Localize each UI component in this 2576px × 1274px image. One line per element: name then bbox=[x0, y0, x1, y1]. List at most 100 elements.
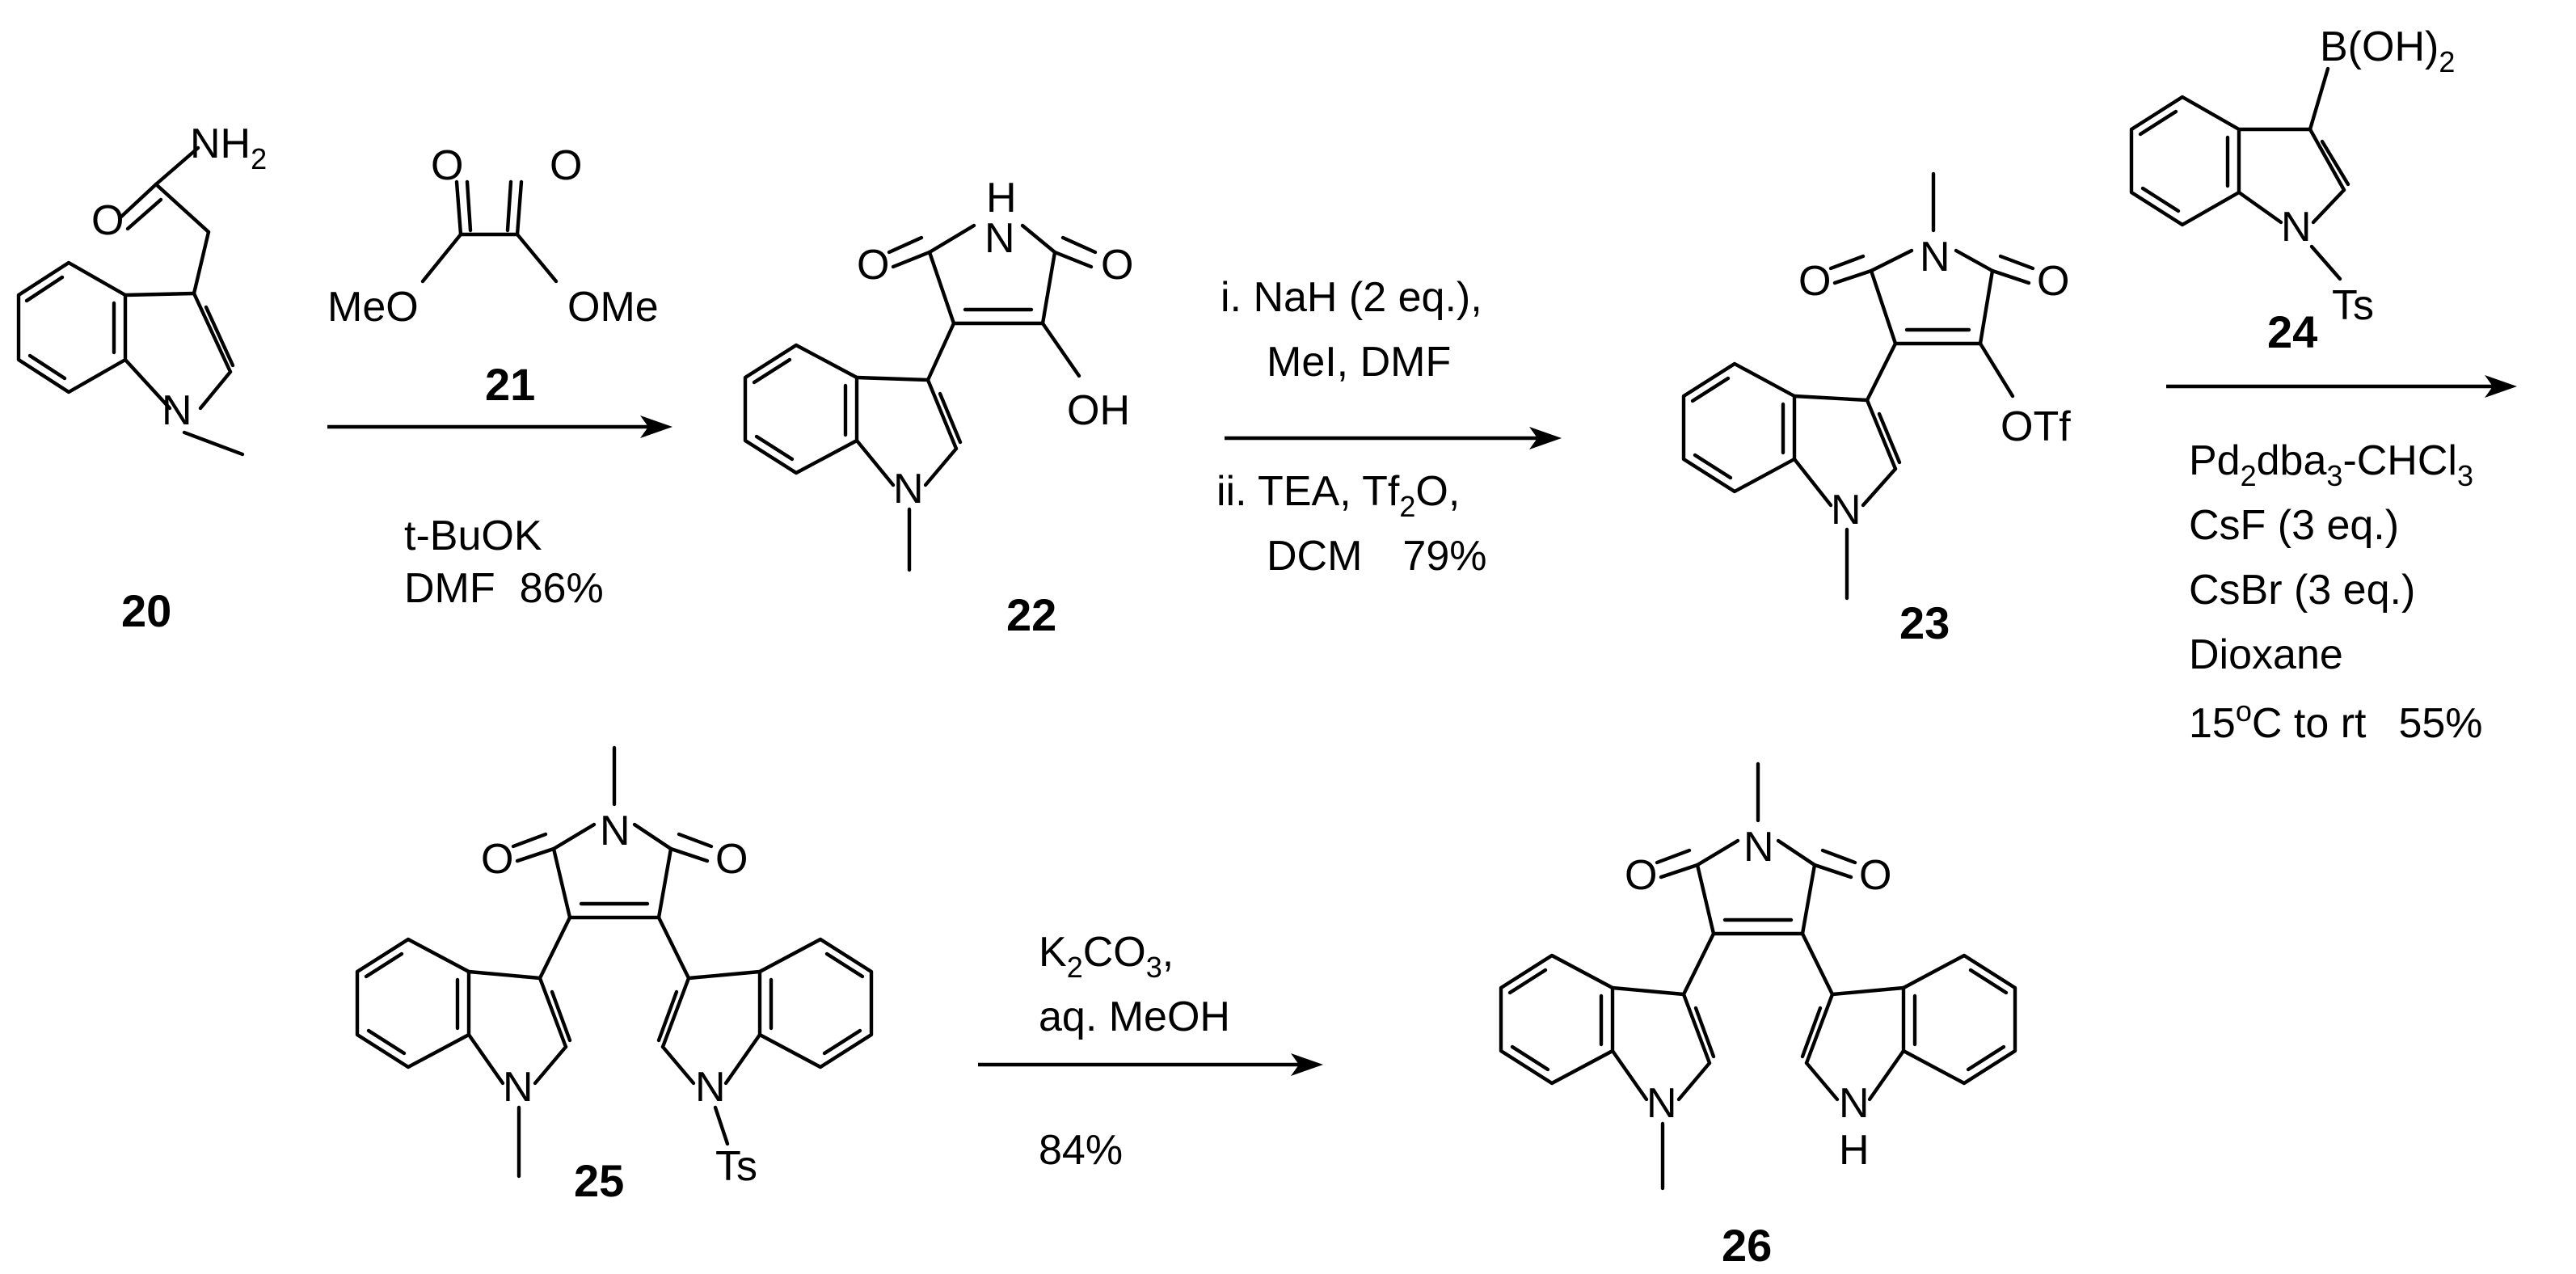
step-3-degree-sign: o bbox=[2236, 694, 2252, 728]
compound-26-label: 26 bbox=[1722, 1220, 1772, 1271]
compound-25-oxygen-2: O bbox=[715, 836, 748, 883]
compound-24-boronic-acid-subscript: 2 bbox=[2439, 45, 2455, 78]
step-3-catalyst-subscript-1: 2 bbox=[2241, 459, 2257, 492]
compound-22-oxygen-1: O bbox=[857, 242, 889, 289]
step-3-temperature-rest: C to rt bbox=[2252, 700, 2367, 747]
step-2-line-2: MeI, DMF bbox=[1267, 339, 1451, 386]
step-4-solvent: aq. MeOH bbox=[1039, 993, 1230, 1040]
compound-22-imide-nitrogen: N bbox=[984, 215, 1015, 262]
compound-25: N O O N N Ts 25 bbox=[355, 745, 874, 1206]
compound-20-amide-subscript: 2 bbox=[251, 142, 267, 175]
compound-23-label: 23 bbox=[1899, 597, 1950, 648]
step-1-solvent-name: DMF bbox=[404, 565, 495, 612]
compound-25-indole-nitrogen-left: N bbox=[503, 1064, 533, 1111]
compound-20-amide-nh: NH bbox=[190, 120, 251, 167]
compound-23-bonds bbox=[1681, 171, 2035, 601]
compound-26-indole-nitrogen-left: N bbox=[1646, 1080, 1677, 1127]
step-4-reagent: K2CO3, bbox=[1039, 929, 1174, 984]
step-1-yield: 86% bbox=[520, 565, 604, 612]
step-1-solvent: DMF 86% bbox=[404, 565, 604, 612]
compound-26-indole-hydrogen: H bbox=[1839, 1127, 1870, 1174]
step-2-line-3-subscript: 2 bbox=[1399, 490, 1415, 523]
compound-20-amide: NH2 bbox=[190, 120, 267, 175]
reaction-arrow-2-head bbox=[1529, 427, 1562, 449]
compound-25-indole-nitrogen-right: N bbox=[695, 1064, 726, 1111]
step-3-catalyst-subscript-2: 3 bbox=[2326, 459, 2342, 492]
compound-20-bonds bbox=[16, 146, 245, 457]
compound-20-oxygen: O bbox=[91, 197, 124, 244]
compound-22-hydroxyl: OH bbox=[1067, 387, 1130, 434]
compound-23: N O O OTf N 23 bbox=[1681, 171, 2071, 648]
compound-20-label: 20 bbox=[121, 585, 171, 636]
compound-26-oxygen-1: O bbox=[1625, 852, 1657, 899]
compound-26-bonds bbox=[1499, 761, 2017, 1191]
step-3-catalyst-chcl: -CHCl bbox=[2342, 437, 2457, 484]
compound-26-imide-nitrogen: N bbox=[1743, 824, 1774, 871]
compound-24: B(OH)2 N Ts 24 bbox=[2129, 23, 2455, 357]
reaction-arrow-4 bbox=[978, 1053, 1323, 1076]
compound-23-imide-nitrogen: N bbox=[1920, 234, 1950, 281]
compound-22-label: 22 bbox=[1006, 589, 1056, 640]
compound-25-label: 25 bbox=[574, 1155, 624, 1206]
compound-22-bonds bbox=[743, 223, 1098, 572]
step-2-line-1: i. NaH (2 eq.), bbox=[1221, 274, 1482, 321]
compound-24-boronic-acid-text: B(OH) bbox=[2320, 23, 2439, 70]
step-4-reagent-subscript-2: 3 bbox=[1146, 951, 1162, 984]
step-3-line-4: Dioxane bbox=[2189, 631, 2343, 678]
step-4-reagent-co: CO bbox=[1083, 929, 1146, 976]
compound-24-tosyl: Ts bbox=[2332, 282, 2374, 329]
step-2-line-3: ii. TEA, Tf2O, bbox=[1216, 468, 1460, 523]
step-2-line-3-pre: ii. TEA, Tf bbox=[1216, 468, 1400, 515]
compound-23-triflate: OTf bbox=[2001, 403, 2071, 450]
step-4-reagent-k: K bbox=[1039, 929, 1067, 976]
compound-24-label: 24 bbox=[2267, 306, 2317, 357]
reaction-arrow-1-head bbox=[640, 416, 672, 438]
step-3-line-3: CsBr (3 eq.) bbox=[2189, 567, 2415, 614]
step-3-catalyst-dba: dba bbox=[2257, 437, 2327, 484]
compound-21-oxygen-2: O bbox=[550, 142, 582, 189]
step-3-temperature-value: 15 bbox=[2189, 700, 2236, 747]
reaction-arrow-3-head bbox=[2485, 375, 2517, 398]
compound-25-imide-nitrogen: N bbox=[600, 808, 630, 854]
compound-23-indole-nitrogen: N bbox=[1831, 487, 1861, 534]
compound-21-methoxy-right: OMe bbox=[567, 284, 659, 331]
step-3-yield: 55% bbox=[2398, 700, 2482, 747]
step-3-catalyst-subscript-3: 3 bbox=[2457, 459, 2473, 492]
step-4-reagent-comma: , bbox=[1162, 929, 1174, 976]
step-4-yield: 84% bbox=[1039, 1127, 1123, 1174]
compound-20-nitrogen: N bbox=[162, 387, 192, 434]
compound-24-bonds bbox=[2129, 66, 2350, 281]
compound-22: H N O O OH N 22 bbox=[743, 175, 1133, 640]
compound-25-tosyl: Ts bbox=[715, 1143, 757, 1190]
compound-20: N O NH2 20 bbox=[16, 120, 267, 636]
compound-23-oxygen-1: O bbox=[1798, 258, 1831, 305]
step-2-yield: 79% bbox=[1402, 533, 1486, 580]
reaction-arrow-2 bbox=[1225, 427, 1562, 449]
compound-21-bonds bbox=[420, 179, 559, 284]
compound-22-oxygen-2: O bbox=[1101, 242, 1133, 289]
step-3-temperature: 15oC to rt 55% bbox=[2189, 694, 2483, 747]
compound-21-label: 21 bbox=[485, 359, 535, 410]
compound-25-bonds bbox=[355, 745, 874, 1179]
compound-23-oxygen-2: O bbox=[2037, 258, 2069, 305]
reaction-arrow-3 bbox=[2166, 375, 2517, 398]
step-1-base: t-BuOK bbox=[404, 513, 542, 559]
compound-26-oxygen-2: O bbox=[1859, 852, 1891, 899]
compound-24-indole-nitrogen: N bbox=[2281, 204, 2312, 251]
compound-22-imide-hydrogen: H bbox=[986, 175, 1017, 221]
compound-21-methoxy-left: MeO bbox=[327, 284, 419, 331]
compound-21: O O MeO OMe 21 bbox=[327, 142, 659, 410]
compound-22-indole-nitrogen: N bbox=[893, 466, 924, 513]
compound-24-boronic-acid: B(OH)2 bbox=[2320, 23, 2455, 78]
step-4-reagent-subscript-1: 2 bbox=[1067, 951, 1083, 984]
compound-21-oxygen-1: O bbox=[431, 142, 463, 189]
step-3-line-2: CsF (3 eq.) bbox=[2189, 502, 2399, 549]
step-3-catalyst: Pd2dba3-CHCl3 bbox=[2189, 437, 2473, 492]
reaction-arrow-4-head bbox=[1291, 1053, 1323, 1076]
compound-26: N O O N N H 26 bbox=[1499, 761, 2017, 1271]
reaction-arrow-1 bbox=[327, 416, 672, 438]
compound-25-oxygen-1: O bbox=[481, 836, 513, 883]
step-2-line-3-post: O, bbox=[1415, 468, 1460, 515]
